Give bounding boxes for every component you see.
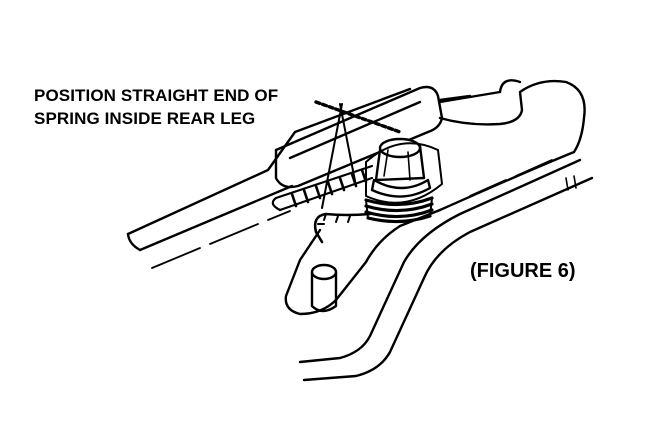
callout-line-1: POSITION STRAIGHT END OF xyxy=(34,86,279,105)
spring-straight-end xyxy=(271,164,374,212)
callout-leader-lines xyxy=(314,100,402,209)
upper-arm xyxy=(126,87,502,269)
spring-tail xyxy=(313,212,372,244)
raised-block xyxy=(274,85,444,189)
figure-label: (FIGURE 6) xyxy=(470,260,576,282)
spring-coil xyxy=(364,196,434,224)
callout-text: POSITION STRAIGHT END OF SPRING INSIDE R… xyxy=(34,84,278,130)
callout-line-2: SPRING INSIDE REAR LEG xyxy=(34,109,256,128)
nut-stud xyxy=(365,137,443,204)
pivot-pin xyxy=(310,263,338,313)
